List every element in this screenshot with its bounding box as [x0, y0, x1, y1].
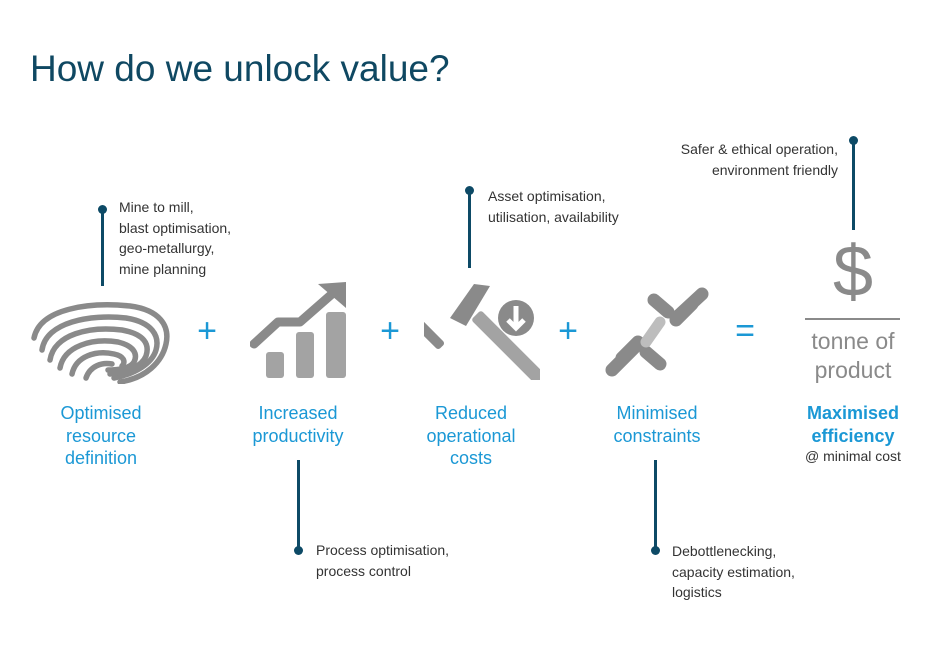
growth-chart-icon	[250, 282, 346, 378]
callout-dot	[294, 546, 303, 555]
equals-operator: =	[735, 312, 755, 350]
label-text: constraints	[613, 425, 701, 446]
callout-text: capacity estimation,	[672, 563, 795, 580]
callout-costs: Asset optimisation, utilisation, availab…	[488, 186, 619, 227]
open-pit-mine-icon	[31, 302, 170, 384]
callout-dot	[651, 546, 660, 555]
label-text: Reduced	[434, 403, 508, 423]
callout-text: Mine to mill,	[119, 199, 194, 215]
label-efficiency-sub: @ minimal cost	[805, 448, 901, 464]
denominator-text: tonne of	[811, 328, 895, 354]
fraction-bar	[805, 318, 900, 320]
label-text: operational	[426, 425, 516, 446]
label-text: definition	[64, 448, 138, 468]
callout-line	[297, 460, 300, 551]
callout-text: mine planning	[119, 260, 207, 277]
callout-text: Asset optimisation,	[488, 188, 606, 204]
label-resource: Optimised resource definition	[11, 402, 191, 470]
label-text: efficiency	[811, 425, 895, 446]
plus-operator: +	[197, 312, 217, 350]
label-text: resource	[65, 425, 137, 446]
callout-text: environment friendly	[711, 161, 838, 178]
callout-text: process control	[316, 562, 411, 579]
fraction-denominator: tonne of product	[793, 327, 913, 385]
callout-efficiency: Safer & ethical operation, environment f…	[681, 139, 838, 180]
plus-operator: +	[558, 312, 578, 350]
hammer-cost-down-icon	[424, 284, 540, 380]
callout-resource: Mine to mill, blast optimisation, geo-me…	[119, 197, 231, 279]
label-text: Maximised	[806, 403, 900, 423]
callout-text: Debottlenecking,	[672, 543, 777, 559]
callout-line	[101, 210, 104, 286]
page-title: How do we unlock value?	[30, 48, 450, 89]
callout-line	[468, 190, 471, 268]
dollar-icon: $	[832, 232, 874, 312]
callout-productivity: Process optimisation, process control	[316, 540, 449, 581]
callout-dot	[98, 205, 107, 214]
plus-operator: +	[380, 312, 400, 350]
callout-text: Process optimisation,	[316, 542, 450, 558]
label-constraints: Minimised constraints	[567, 402, 747, 447]
callout-line	[852, 140, 855, 230]
callout-text: Safer & ethical operation,	[680, 141, 838, 157]
callout-text: utilisation, availability	[488, 208, 619, 225]
label-text: Minimised	[616, 403, 698, 423]
label-efficiency: Maximised efficiency	[763, 402, 943, 447]
callout-text: geo-metallurgy,	[119, 240, 215, 256]
label-text: productivity	[252, 425, 344, 446]
broken-chain-icon	[605, 287, 709, 377]
label-productivity: Increased productivity	[208, 402, 388, 447]
callout-constraints: Debottlenecking, capacity estimation, lo…	[672, 541, 795, 603]
callout-text: blast optimisation,	[119, 219, 232, 236]
callout-text: logistics	[672, 584, 722, 600]
label-text: costs	[449, 448, 492, 468]
label-text: Increased	[258, 403, 338, 423]
label-text: Optimised	[60, 403, 142, 423]
callout-line	[654, 460, 657, 551]
denominator-text: product	[814, 357, 892, 383]
label-costs: Reduced operational costs	[381, 402, 561, 470]
